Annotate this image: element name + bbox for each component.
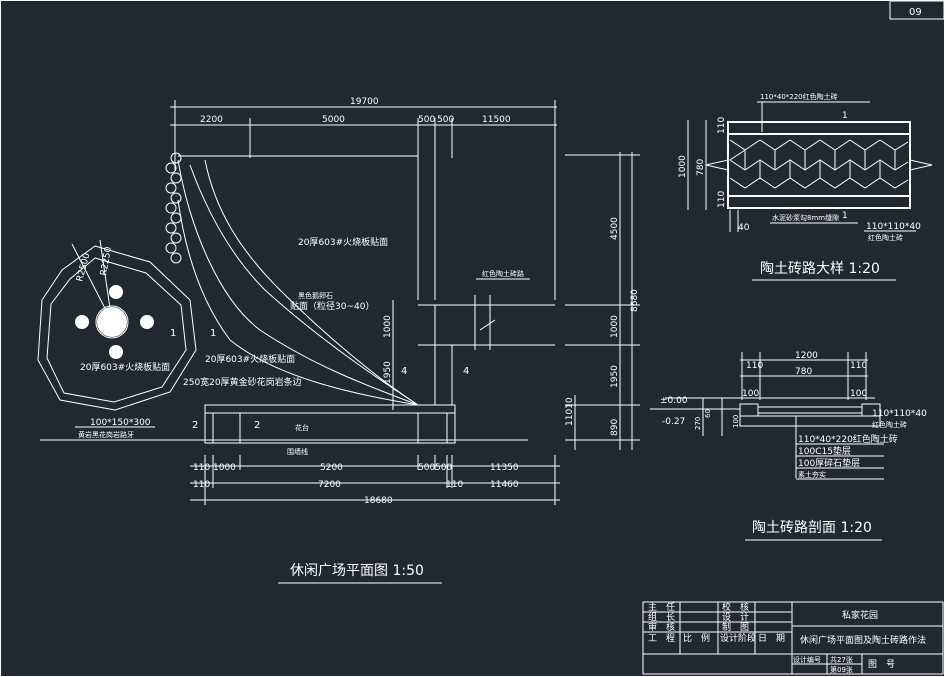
dim-bottom-r2-0: 110 (193, 480, 210, 490)
detail-brick-label: 110*40*220红色陶土砖 (760, 92, 838, 101)
section-layer-3: 素土夯实 (798, 470, 826, 479)
dim-right-3: 1950 (610, 365, 620, 388)
section-layer-2: 100厚碎石垫层 (798, 457, 860, 469)
section-edge-label: 110*110*40 (872, 409, 927, 419)
tb-r3-c1: 比 例 (683, 632, 710, 644)
detail-dim-total: 1000 (678, 155, 688, 178)
dim-bottom-r2-1: 7200 (318, 480, 341, 490)
detail-edge-label-2: 红色陶土砖 (868, 233, 903, 242)
sheet-number-box (889, 0, 945, 20)
section-edge-label-2: 红色陶土砖 (872, 420, 907, 429)
tb-fig-no: 图 号 (868, 659, 895, 670)
dim-right-1: 4500 (610, 217, 620, 240)
dim-top-3: 500 (418, 115, 435, 125)
tb-sheet-no: 第09张 (830, 665, 853, 674)
dim-top-total: 19700 (350, 97, 379, 107)
marker-2b: 2 (254, 420, 260, 431)
note-ceramic-3: 20厚603#火烧板贴面 (205, 353, 295, 365)
title-block: 主 任 校 核 组 长 设 计 审 核 制 图 工 程 比 例 设计阶段 日 期… (642, 601, 944, 675)
section-vdim-3: 100 (732, 415, 740, 428)
note-stone-2: 贴面（粒径30~40） (290, 300, 374, 312)
dim-bottom-r1-3: 500 (418, 463, 435, 473)
plan-view: 19700 2200 5000 500 500 11500 (37, 97, 640, 584)
section-dim-r: 110 (850, 361, 867, 371)
detail-title: 陶土砖路大样 1:20 (760, 261, 880, 277)
dim-bottom-r1-0: 110 (193, 463, 210, 473)
brick-detail: 110*40*220红色陶土砖 1000 780 110 110 40 水泥砂浆… (678, 92, 933, 281)
section-vdim-0: 270 (694, 417, 702, 430)
dim-bottom-r1-1: 1000 (213, 463, 236, 473)
dim-top-5: 11500 (482, 115, 511, 125)
section-title: 陶土砖路剖面 1:20 (752, 520, 872, 536)
section-level-bot: -0.27 (662, 417, 685, 427)
dim-bottom-r1-2: 5200 (320, 463, 343, 473)
section-vdim-1: 60 (704, 409, 712, 418)
tb-r0-c0: 主 任 (648, 601, 675, 613)
detail-dim-edge2: 110 (717, 191, 727, 208)
tb-sheets: 共27张 (830, 655, 853, 664)
marker-4b: 4 (463, 366, 469, 377)
dim-mid-b: 1950 (383, 361, 393, 384)
octagon-plaza (37, 245, 197, 411)
tb-r3-c0: 工 程 (648, 633, 675, 644)
detail-dim-edge1: 110 (717, 117, 727, 134)
note-planter: 花台 (295, 423, 309, 432)
dim-bottom-r1-4: 500 (435, 463, 452, 473)
dim-mid-a: 1000 (383, 315, 393, 338)
section-dim-e1: 100 (742, 389, 759, 399)
tb-r1-c1: 设 计 (722, 611, 749, 623)
dim-right-2: 1000 (610, 315, 620, 338)
tb-r3-c2: 设计阶段 (720, 632, 756, 644)
tb-design-no: 设计编号 (793, 655, 821, 664)
herringbone-pattern (729, 139, 909, 189)
plan-title: 休闲广场平面图 1:50 (290, 563, 424, 579)
detail-edge-label: 110*110*40 (866, 222, 921, 232)
detail-gap-1: 40 (738, 223, 750, 233)
dim-bottom-r2-3: 11460 (490, 480, 519, 490)
detail-joint: 水泥砂浆勾8mm缝隙 (772, 213, 839, 222)
detail-dim-mid: 780 (696, 159, 706, 176)
tb-r1-c0: 组 长 (648, 611, 675, 623)
sheet-number: 09 (909, 7, 922, 18)
dim-top-4: 500 (437, 115, 454, 125)
note-fence: 围墙线 (287, 447, 308, 456)
tb-r0-c1: 校 核 (722, 601, 749, 613)
section-dim-total: 1200 (795, 351, 818, 361)
note-edge: 250宽20厚黄金砂花岗岩条边 (183, 376, 302, 388)
note-curb: 黄岩黑花岗岩路牙 (78, 430, 134, 439)
brick-section: 1200 110 780 110 100 100 ±0.00 -0.27 270… (650, 351, 927, 541)
section-layer-0: 110*40*220红色陶土砖 (798, 433, 898, 445)
marker-2a: 2 (192, 420, 198, 431)
tb-r3-c3: 日 期 (758, 633, 785, 644)
section-dim-l: 110 (746, 361, 763, 371)
note-ceramic: 20厚603#火烧板贴面 (298, 236, 388, 248)
dim-right-total: 8680 (630, 289, 640, 312)
detail-section-mark-top: 1 (842, 111, 848, 121)
dim-bottom-r1-5: 11350 (490, 463, 519, 473)
dim-bottom-r2-2: 110 (446, 480, 463, 490)
dim-top-1: 2200 (200, 115, 223, 125)
note-brick: 红色陶土砖路 (482, 269, 524, 278)
marker-1b: 1 (210, 328, 216, 339)
tb-project: 私家花园 (842, 609, 878, 621)
note-stone-1: 黑色鹅卵石 (298, 291, 333, 300)
note-ceramic-2: 20厚603#火烧板贴面 (80, 361, 170, 373)
dim-right-4: 890 (610, 419, 620, 436)
detail-section-mark-bot: 1 (842, 211, 848, 221)
dim-bottom-total: 18680 (364, 496, 393, 506)
dim-top-2: 5000 (322, 115, 345, 125)
marker-1a: 1 (170, 328, 176, 339)
section-dim-mid: 780 (795, 367, 812, 377)
marker-4a: 4 (401, 366, 407, 377)
note-curb-dim: 100*150*300 (90, 418, 151, 428)
tb-r2-c1: 制 图 (722, 621, 749, 633)
tb-drawing: 休闲广场平面图及陶土砖路作法 (800, 634, 926, 646)
section-dim-e2: 100 (850, 389, 867, 399)
section-layer-1: 100C15垫层 (798, 445, 851, 457)
tb-r2-c0: 审 核 (648, 621, 675, 633)
dim-mid-d: 11010 (565, 397, 575, 426)
section-level-top: ±0.00 (660, 396, 688, 406)
